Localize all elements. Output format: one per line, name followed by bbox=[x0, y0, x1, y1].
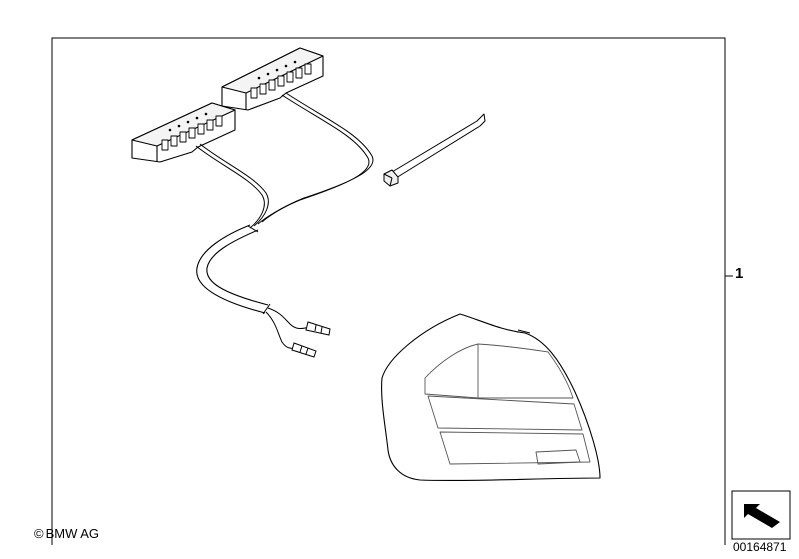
copyright-symbol: © bbox=[34, 526, 44, 541]
rear-light bbox=[381, 313, 601, 482]
copyright-text: BMW AG bbox=[45, 526, 100, 541]
harness-connector-right bbox=[221, 47, 324, 111]
assembly-bracket bbox=[51, 37, 733, 545]
harness-wires bbox=[195, 92, 374, 358]
cable-tie bbox=[383, 113, 486, 187]
copyright-notice: ©BMW AG bbox=[34, 526, 99, 541]
harness-connector-left bbox=[131, 102, 236, 163]
callout-1: 1 bbox=[735, 265, 744, 282]
diagram-number: 00164871 bbox=[733, 540, 787, 554]
direction-arrow-icon bbox=[731, 490, 791, 540]
